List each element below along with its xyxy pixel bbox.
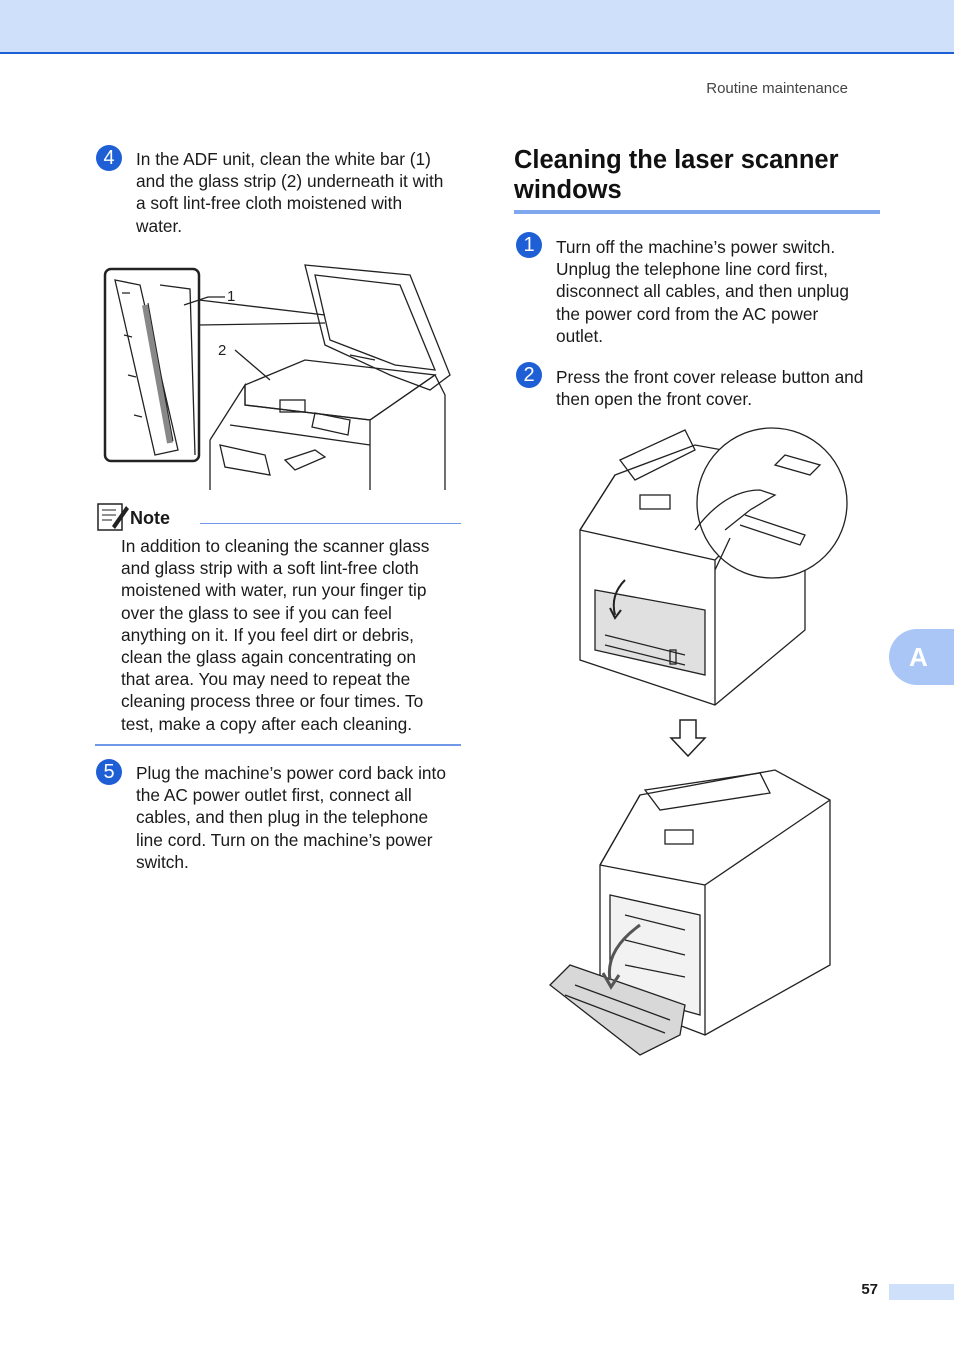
printer-front-cover-release-illustration: [579, 427, 848, 706]
text-line: that area. You may need to repeat the: [121, 669, 411, 690]
text-line: In addition to cleaning the scanner glas…: [121, 536, 430, 556]
text-line: then open the front cover.: [556, 389, 752, 410]
text-line: the power cord from the AC power: [556, 303, 819, 324]
text-line: moistened with water, run your finger ti…: [121, 580, 427, 601]
text-line: disconnect all cables, and then unplug: [556, 281, 850, 302]
text-line: Unplug the telephone line cord first,: [556, 259, 828, 280]
adf-cleaning-illustration: 1 2: [103, 264, 451, 490]
text-line: outlet.: [556, 325, 604, 346]
header-band: [0, 0, 954, 54]
text-line: the AC power outlet first, connect all: [136, 785, 412, 806]
text-line: clean the glass again concentrating on: [121, 647, 416, 668]
text-line: a soft lint-free cloth moistened with: [136, 193, 403, 214]
text-line: In the ADF unit, clean the white bar (1): [136, 149, 431, 169]
text-line: over the glass to see if you can feel: [121, 602, 392, 623]
printer-open-front-cover-illustration: [549, 769, 831, 1056]
note-bottom-rule: [95, 744, 461, 746]
note-label: Note: [130, 508, 170, 528]
step-4-text: In the ADF unit, clean the white bar (1)…: [136, 148, 476, 237]
note-text: In addition to cleaning the scanner glas…: [121, 535, 461, 735]
step-2-badge: 2: [516, 362, 542, 388]
step-5-badge: 5: [96, 759, 122, 785]
step-1-text: Turn off the machine’s power switch. Unp…: [556, 236, 886, 347]
text-line: cleaning process three or four times. To: [121, 691, 424, 712]
step-2-text: Press the front cover release button and…: [556, 366, 886, 410]
heading-line: Cleaning the laser scanner: [514, 146, 839, 174]
text-line: water.: [136, 215, 183, 236]
step-4-badge: 4: [96, 145, 122, 171]
section-heading: Cleaning the laser scanner windows: [514, 145, 884, 205]
down-arrow-icon: [669, 719, 707, 758]
note-top-rule: [200, 523, 461, 524]
text-line: test, make a copy after each cleaning.: [121, 713, 413, 734]
text-line: Turn off the machine’s power switch.: [556, 237, 836, 257]
text-line: Plug the machine’s power cord back into: [136, 763, 446, 783]
callout-1: 1: [227, 288, 235, 305]
text-line: anything on it. If you feel dirt or debr…: [121, 624, 414, 645]
text-line: switch.: [136, 851, 189, 872]
heading-line: windows: [514, 176, 622, 204]
note-pencil-icon: [97, 503, 129, 531]
text-line: Press the front cover release button and: [556, 367, 864, 387]
appendix-tab: A: [889, 629, 954, 685]
heading-rule: [514, 210, 880, 214]
step-5-text: Plug the machine’s power cord back into …: [136, 762, 476, 873]
text-line: line cord. Turn on the machine’s power: [136, 829, 433, 850]
text-line: cables, and then plug in the telephone: [136, 807, 429, 828]
step-1-badge: 1: [516, 232, 542, 258]
page-number: 57: [861, 1281, 878, 1298]
running-header: Routine maintenance: [706, 80, 848, 97]
text-line: and glass strip with a soft lint-free cl…: [121, 558, 419, 579]
page-number-bar: [889, 1284, 954, 1300]
callout-2: 2: [218, 342, 226, 359]
text-line: and the glass strip (2) underneath it wi…: [136, 171, 444, 192]
